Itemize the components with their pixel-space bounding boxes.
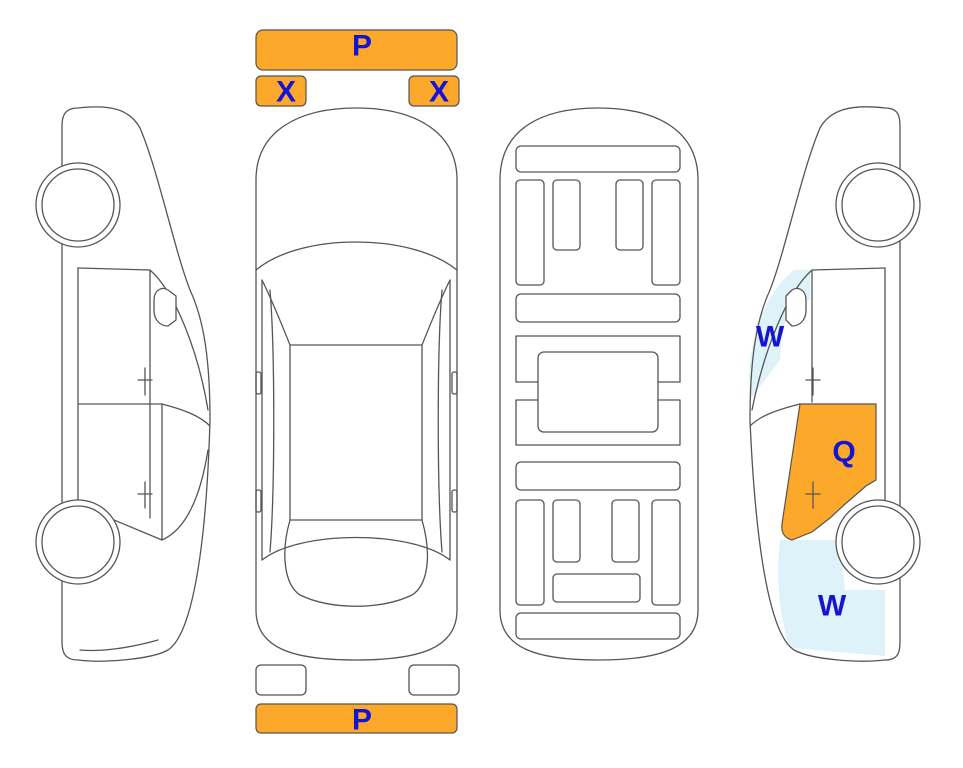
right-side-door-marker: Q [832,436,855,469]
front-bumper-panel [255,29,458,71]
right-side-front-panel [749,270,810,400]
rear-bumper-panel [255,703,458,734]
front-bumper-marker: P [352,30,372,63]
car-top-view [255,29,460,734]
car-underbody-view [499,107,699,661]
right-side-rear-marker: W [818,590,847,623]
car-left-side-view [35,106,211,662]
right-headlight-panel [408,75,460,107]
right-side-rear-panel [778,540,885,656]
left-headlight-panel [255,75,307,107]
left-headlight-marker: X [276,76,296,109]
right-headlight-marker: X [429,76,449,109]
right-side-door-panel [781,403,877,541]
right-side-front-marker: W [756,321,785,354]
car-right-side-view [749,106,921,662]
rear-bumper-marker: P [352,704,372,737]
